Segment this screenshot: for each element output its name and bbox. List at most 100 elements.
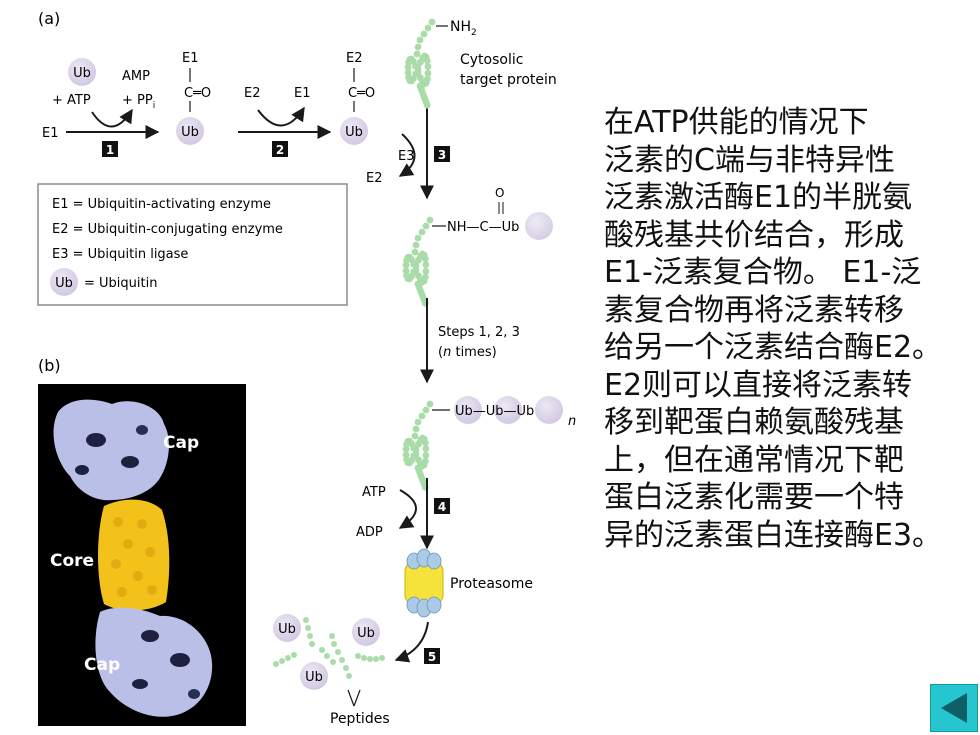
polyubiquitin-label: Ub—Ub—Ub xyxy=(455,404,534,419)
target-protein-label-2: target protein xyxy=(460,72,557,88)
e2-complex-label: E2 xyxy=(346,51,363,66)
protein-bead xyxy=(305,625,311,631)
protein-bead xyxy=(285,655,291,661)
protein-bead xyxy=(416,36,424,44)
panel-a-label: (a) xyxy=(38,9,60,28)
protein-bead xyxy=(361,655,367,661)
ub-bubble: Ub xyxy=(68,58,96,86)
polyubiquitinated-protein-chain xyxy=(402,400,434,491)
protein-bead xyxy=(355,653,361,659)
svg-text:Ub: Ub xyxy=(55,276,73,291)
e1-start-label: E1 xyxy=(42,126,59,141)
back-button[interactable] xyxy=(930,684,978,732)
protein-bead xyxy=(414,418,422,426)
curved-arrow-5 xyxy=(394,621,429,663)
legend-e3: E3 = Ubiquitin ligase xyxy=(52,247,188,262)
description-line: 酸残基共价结合，形成 xyxy=(604,217,904,253)
ubiquitinated-protein-chain xyxy=(402,216,434,307)
description-line: 蛋白泛素化需要一个特 xyxy=(604,480,904,515)
e1-out-label: E1 xyxy=(294,86,311,101)
ub-bubble xyxy=(494,396,522,424)
svg-text:Ub: Ub xyxy=(278,622,296,637)
protein-bead xyxy=(404,69,412,77)
protein-bead xyxy=(415,440,422,448)
ub-bubble xyxy=(535,396,563,424)
amp-label: AMP xyxy=(122,69,150,84)
curved-arrow-1 xyxy=(91,108,133,128)
description-line: E2则可以直接将泛素转 xyxy=(604,367,913,403)
adp-label: ADP xyxy=(356,525,383,540)
protein-bead xyxy=(309,641,315,647)
svg-text:Ub: Ub xyxy=(305,670,323,685)
protein-bead xyxy=(303,617,309,623)
target-protein-chain xyxy=(404,18,436,109)
cap-top-label: Cap xyxy=(163,433,199,453)
protein-bead xyxy=(422,267,430,275)
steps-times-label: (n times) xyxy=(438,345,497,360)
proteasome-label: Proteasome xyxy=(450,576,533,592)
ub-bubble: Ub xyxy=(340,117,368,145)
protein-bead xyxy=(417,58,424,66)
protein-bead xyxy=(424,75,431,83)
protein-bead xyxy=(422,261,430,269)
protein-bead xyxy=(411,248,419,256)
description-line: 泛素激活酶E1的半胱氨 xyxy=(604,180,913,215)
ub-bubble: Ub xyxy=(273,614,301,642)
protein-bead xyxy=(422,445,430,453)
core-label: Core xyxy=(50,551,94,571)
step-5-badge: 5 xyxy=(424,648,440,664)
curved-arrow-4 xyxy=(398,489,417,529)
protein-bead xyxy=(330,659,336,665)
protein-bead xyxy=(424,24,432,32)
e2-in-label: E2 xyxy=(244,86,261,101)
protein-bead xyxy=(422,451,430,459)
description-line: 异的泛素蛋白连接酶E3。 xyxy=(604,517,943,553)
description-line: 给另一个泛素结合酶E2。 xyxy=(604,330,943,365)
isopeptide-label: NH—C—Ub xyxy=(447,220,519,235)
protein-bead xyxy=(402,451,410,459)
protein-bead xyxy=(410,260,417,268)
ub-bubble xyxy=(525,212,553,240)
protein-bead xyxy=(418,412,426,420)
ubiquitin-diagram: (a) Ub AMP + ATP + PPi E1 1 E1 C═O Ub E2… xyxy=(37,9,576,727)
protein-bead xyxy=(422,406,430,414)
protein-bead xyxy=(412,241,420,249)
proteasome-icon xyxy=(404,548,444,618)
protein-bead xyxy=(411,432,419,440)
protein-bead xyxy=(412,425,420,433)
protein-bead xyxy=(414,43,422,51)
carbonyl-label: C═O xyxy=(348,86,375,101)
protein-bead xyxy=(329,633,335,639)
curved-arrow-2 xyxy=(257,106,305,127)
step-1-badge: 1 xyxy=(102,141,118,157)
nh2-label: NH2 xyxy=(450,19,477,38)
protein-bead xyxy=(415,256,422,264)
protein-bead xyxy=(420,30,428,38)
protein-bead xyxy=(424,63,432,71)
protein-bead xyxy=(412,62,419,70)
cap-bottom-label: Cap xyxy=(84,655,120,675)
description-line: 移到靶蛋白赖氨酸残基 xyxy=(604,405,904,440)
step-2-badge: 2 xyxy=(272,141,288,157)
protein-bead xyxy=(413,50,421,58)
protein-bead xyxy=(428,18,436,26)
svg-text:1: 1 xyxy=(106,143,114,157)
description-line: 泛素的C端与非特异性 xyxy=(604,142,895,178)
triangle-left-icon xyxy=(941,693,967,723)
step-3-badge: 3 xyxy=(434,146,450,162)
description-text: 在ATP供能的情况下泛素的C端与非特异性泛素激活酶E1的半胱氨酸残基共价结合，形… xyxy=(604,104,954,554)
protein-bead xyxy=(379,655,385,661)
protein-bead xyxy=(418,228,426,236)
ppi-label: + PPi xyxy=(122,93,155,111)
svg-text:3: 3 xyxy=(438,148,446,162)
description-line: 上，但在通常情况下靶 xyxy=(604,442,904,478)
ub-bubble: Ub xyxy=(300,662,328,690)
protein-bead xyxy=(414,234,422,242)
protein-bead xyxy=(331,641,337,647)
protein-bead xyxy=(279,658,285,664)
protein-bead xyxy=(335,649,341,655)
protein-bead xyxy=(273,661,279,667)
protein-bead xyxy=(367,656,373,662)
svg-text:Ub: Ub xyxy=(357,626,375,641)
panel-b-label: (b) xyxy=(38,356,61,375)
